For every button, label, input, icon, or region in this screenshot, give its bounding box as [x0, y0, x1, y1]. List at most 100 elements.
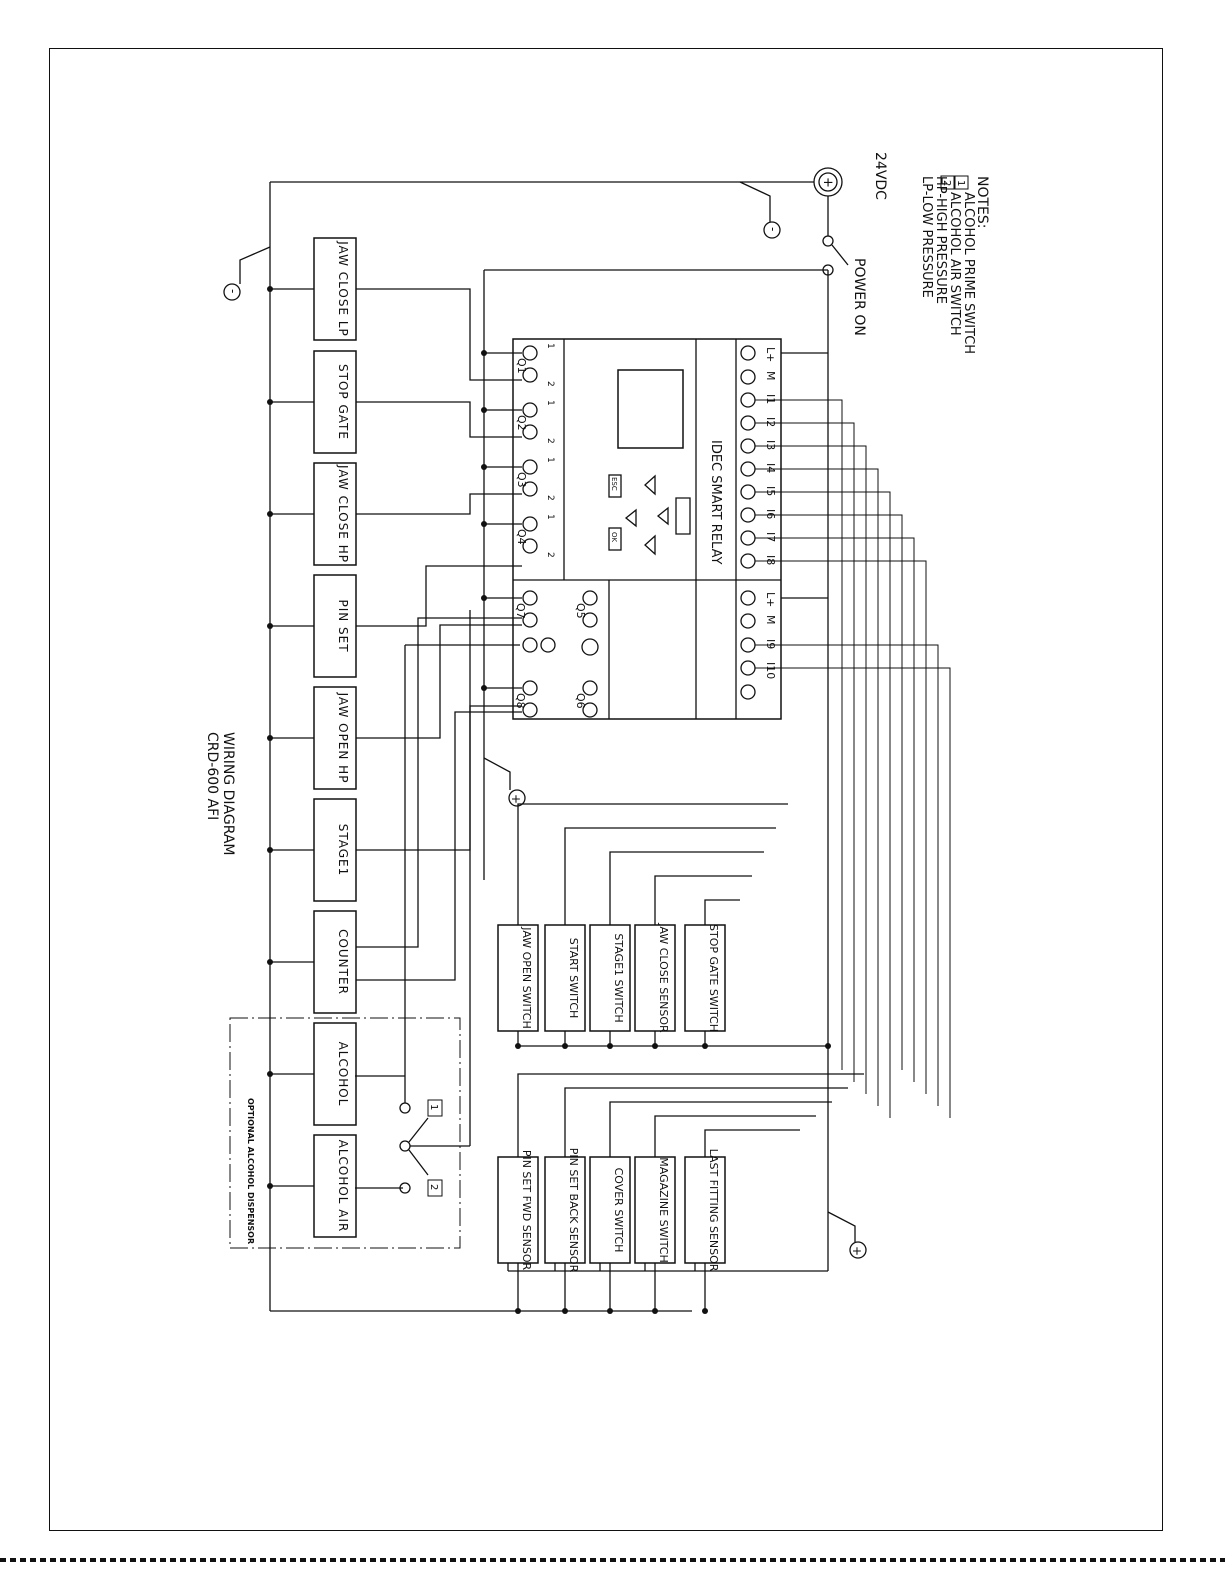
junction-dot — [267, 959, 273, 965]
output-terminal-screw — [522, 345, 538, 361]
power-supply: 24VDC + POWER ON - — [270, 152, 888, 336]
load-label: STOP GATE — [336, 364, 350, 440]
relay-key-left — [644, 474, 656, 496]
output-wire — [356, 288, 522, 381]
junction-dot — [267, 286, 273, 292]
note-tag-2: 2 — [941, 180, 952, 186]
input-terminal-screw — [740, 369, 756, 385]
svg-text:2: 2 — [428, 1184, 439, 1190]
expansion-terminal-label-l: L+ — [764, 592, 777, 607]
input-device-label: MAGAZINE SWITCH — [657, 1157, 670, 1262]
input-bus-wire — [755, 667, 951, 1118]
load-box — [313, 462, 357, 566]
output-wire — [356, 624, 522, 739]
output-terminal-screw — [522, 424, 538, 440]
load-box — [313, 686, 357, 790]
input-device-cover-switch: COVER SWITCH — [589, 1101, 832, 1314]
note-item-3: HP-HIGH PRESSURE — [933, 176, 948, 304]
relay-status-led — [581, 638, 599, 656]
output-terminal-screw — [582, 612, 598, 628]
relay-key-center — [656, 506, 669, 526]
input-device-stop-gate-switch: STOP GATE SWITCH — [684, 899, 740, 1049]
input-terminal-label-i3: I3 — [764, 440, 777, 450]
load-label: JAW CLOSE LP — [336, 240, 350, 337]
input-device-last-fitting-sensor: LAST FITTING SENSOR — [684, 1129, 800, 1314]
load-box — [313, 574, 357, 678]
input-bus-wire — [755, 560, 927, 1094]
relay-key-ok — [608, 527, 622, 551]
input-bus-wire — [755, 491, 891, 1118]
input-bus-wire — [755, 399, 843, 1070]
output-terminal-screw — [522, 702, 538, 718]
output-terminal-screw — [522, 637, 538, 653]
input-bus-wire — [755, 537, 915, 1082]
junction-dot — [267, 735, 273, 741]
diagram-title: WIRING DIAGRAM — [220, 732, 236, 856]
input-device-box — [589, 924, 631, 1032]
output-terminal-screw — [522, 680, 538, 696]
notes-block: NOTES: 1 ALCOHOL PRIME SWITCH 2 ALCOHOL … — [919, 175, 990, 354]
alcohol-switch-contact-1 — [399, 1102, 411, 1114]
junction-dot — [267, 511, 273, 517]
input-device-label: STOP GATE SWITCH — [707, 924, 720, 1032]
output-label-q5: Q5 — [574, 603, 587, 619]
expansion-terminal-screw — [740, 684, 756, 700]
output-pin2-label: 2 — [545, 552, 555, 558]
output-pin2-label: 2 — [545, 495, 555, 501]
ground-symbol-top — [763, 221, 781, 239]
optional-alcohol-group: OPTIONAL ALCOHOL DISPENSOR 1 2 — [229, 610, 520, 1249]
note-item-4: LP-LOW PRESSURE — [919, 176, 934, 298]
output-pin2-label: 2 — [545, 381, 555, 387]
positive-symbol-mid — [508, 789, 526, 807]
input-terminal-label-i6: I6 — [764, 509, 777, 519]
load-alcohol-air: ALCOHOL AIR — [267, 1134, 357, 1238]
input-device-jaw-open-switch: JAW OPEN SWITCH — [497, 803, 788, 1049]
output-pin2-label: 2 — [545, 438, 555, 444]
output-terminal-screw — [522, 590, 538, 606]
input-device-box — [684, 924, 726, 1032]
load-stage1: STAGE1 — [267, 798, 357, 902]
input-bus-wire — [755, 445, 867, 1094]
svg-text:OK: OK — [610, 532, 618, 543]
input-device-box — [497, 1156, 539, 1264]
load-label: ALCOHOL AIR — [336, 1140, 350, 1233]
load-jaw-close-hp: JAW CLOSE HP — [267, 462, 357, 566]
junction-dot — [267, 399, 273, 405]
input-device-label: COVER SWITCH — [612, 1168, 625, 1253]
output-label-q1: Q1 — [515, 358, 528, 374]
input-device-box — [497, 924, 539, 1032]
output-pin1-label: 1 — [545, 400, 555, 406]
output-terminal-screw — [522, 538, 538, 554]
diagram-model: CRD-600 AFI — [204, 732, 220, 820]
input-device-label: PIN SET BACK SENSOR — [567, 1148, 580, 1273]
output-wire — [356, 617, 522, 948]
load-box — [313, 350, 357, 454]
load-box — [313, 798, 357, 902]
input-terminal-label-i5: I5 — [764, 486, 777, 496]
switch-tag-2-box — [427, 1179, 443, 1197]
output-label-q2: Q2 — [515, 415, 528, 431]
output-pin1-label: 1 — [545, 457, 555, 463]
output-terminal-screw — [522, 516, 538, 532]
input-device-stage1-switch: STAGE1 SWITCH — [589, 851, 764, 1049]
alcohol-switch-common — [399, 1140, 411, 1152]
input-bus-wire — [755, 422, 855, 1082]
input-device-pin-set-fwd-sensor: PIN SET FWD SENSOR — [497, 1073, 864, 1314]
junction-dot — [267, 623, 273, 629]
expansion-terminal-label-i9: I9 — [764, 639, 777, 649]
relay-key-right — [644, 534, 656, 556]
relay-key-down — [624, 508, 637, 528]
junction-dot — [267, 1183, 273, 1189]
output-label-q4: Q4 — [515, 529, 528, 545]
output-terminal-screw — [522, 481, 538, 497]
junction-dot — [267, 847, 273, 853]
power-switch-contact-a — [822, 235, 834, 247]
relay-key-esc — [608, 474, 622, 498]
input-device-start-switch: START SWITCH — [544, 827, 776, 1049]
expansion-terminal-label-m: M — [764, 615, 777, 625]
power-switch-blade — [831, 244, 849, 266]
positive-symbol-bottom — [849, 1241, 867, 1259]
